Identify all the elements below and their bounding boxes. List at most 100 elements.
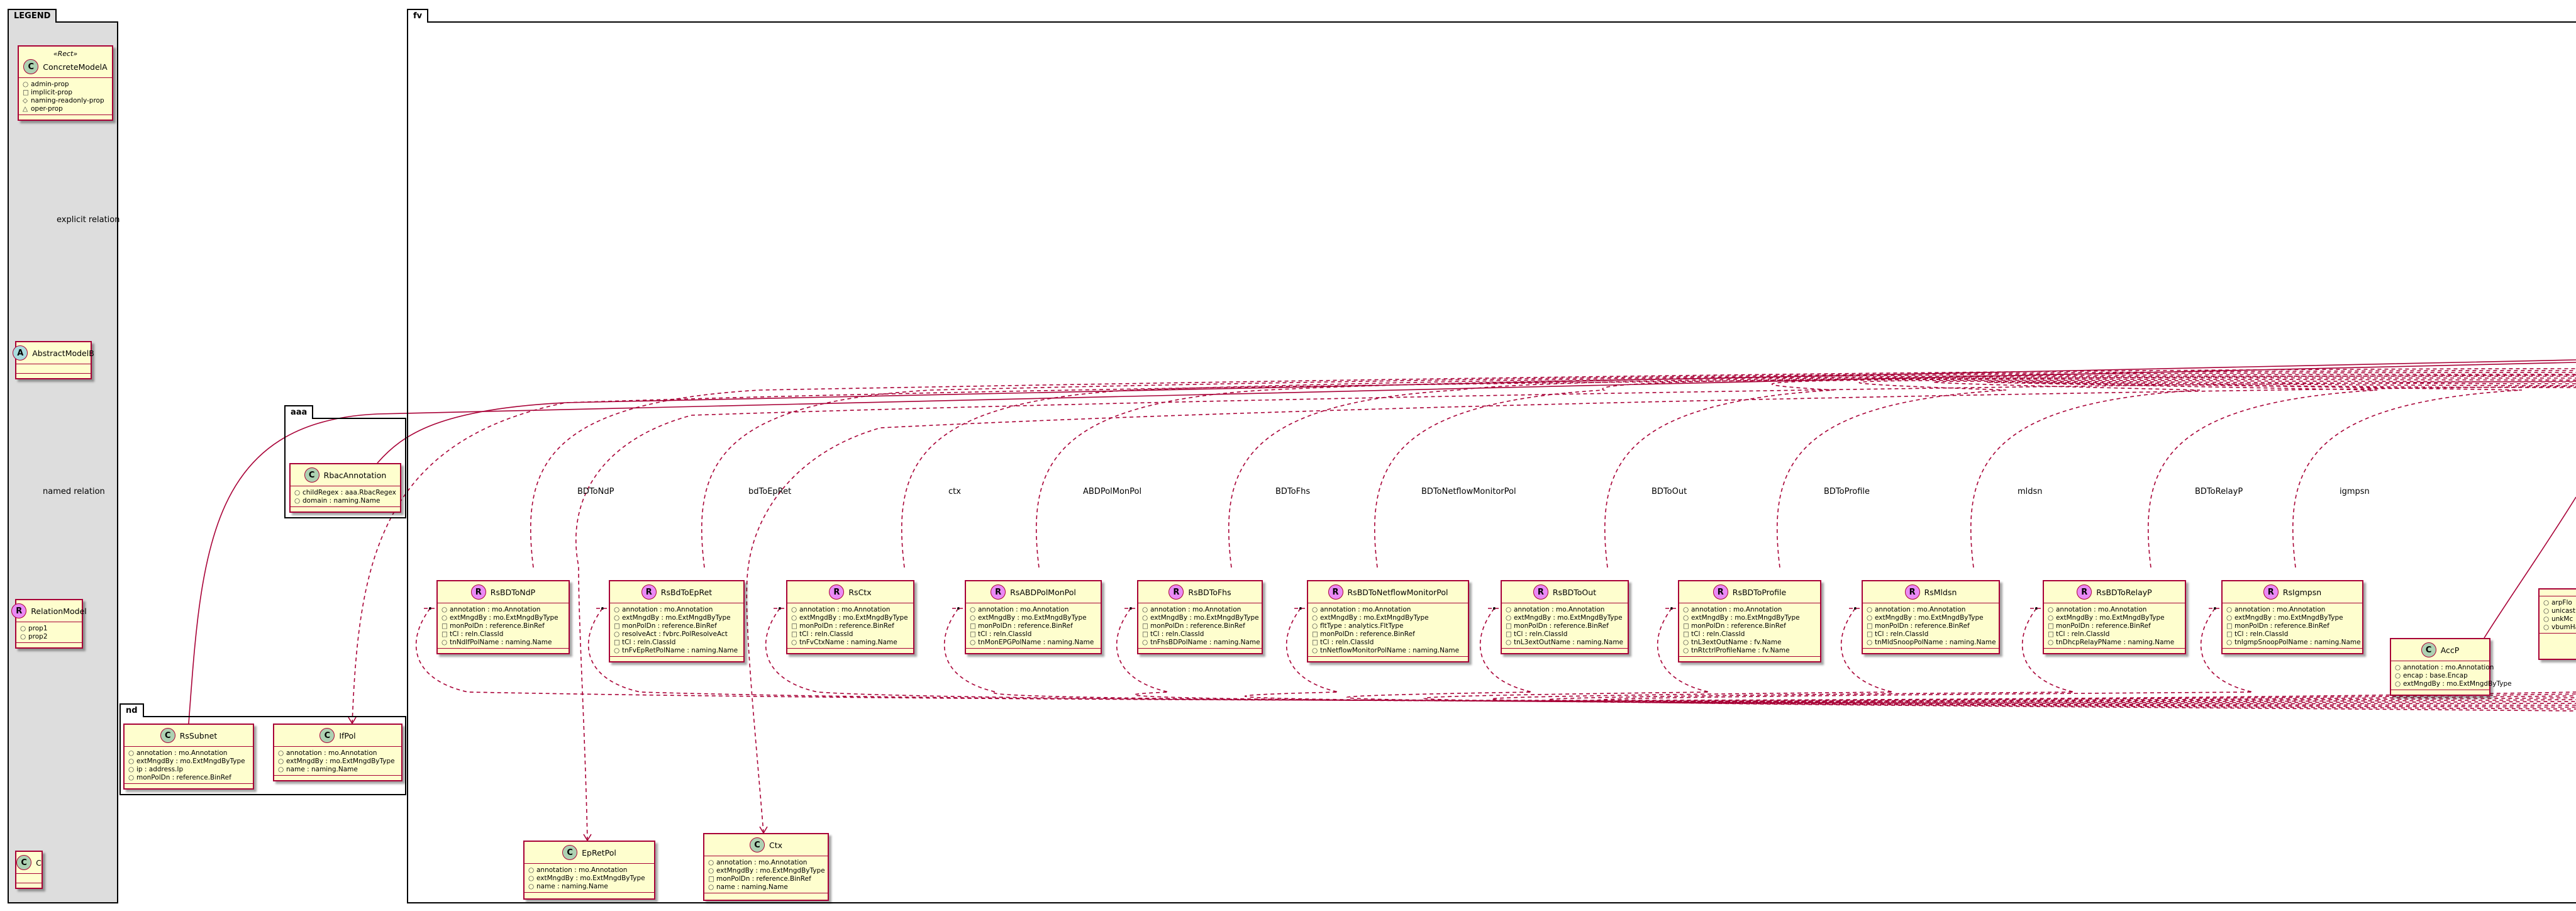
class-header: A AbstractModelB	[13, 342, 94, 364]
class-methods-separator	[291, 506, 400, 511]
visibility-icon: △	[23, 105, 28, 113]
visibility-icon: □	[1312, 639, 1318, 646]
attribute-text: annotation : mo.Annotation	[536, 866, 628, 874]
visibility-icon: ○	[1506, 606, 1512, 613]
attribute-text: extMngdBy : mo.ExtMngdByType	[2403, 680, 2512, 688]
class-type-r-icon: R	[991, 584, 1006, 600]
visibility-icon: ○	[2543, 607, 2550, 615]
visibility-icon: ○	[2543, 599, 2550, 606]
class-attribute: □tCl : reln.ClassId	[1683, 630, 1816, 639]
visibility-icon: ◇	[23, 97, 28, 104]
class-attribute: ○extMngdBy : mo.ExtMngdByType	[2395, 680, 2512, 688]
visibility-icon: ○	[791, 614, 797, 622]
class-name: IfPol	[339, 730, 356, 741]
class-methods-separator	[1138, 648, 1262, 653]
visibility-icon: ○	[2226, 606, 2233, 613]
class-type-a-icon: A	[13, 345, 28, 360]
class-attribute: ○extMngdBy : mo.ExtMngdByType	[1683, 614, 1816, 622]
class-type-r-icon: R	[1169, 584, 1184, 600]
attribute-text: extMngdBy : mo.ExtMngdByType	[622, 614, 731, 622]
class-attribute: ○vbumHa	[2543, 623, 2576, 632]
relation-target-line	[1604, 378, 2576, 568]
junction-dot	[779, 607, 781, 610]
visibility-icon: ○	[128, 757, 135, 765]
junction-dot	[1854, 607, 1857, 610]
visibility-icon: □	[614, 622, 620, 630]
class-type-c-icon: C	[160, 728, 175, 743]
visibility-icon: ○	[708, 867, 714, 875]
attribute-text: extMngdBy : mo.ExtMngdByType	[1691, 614, 1800, 622]
visibility-icon: ○	[1142, 639, 1148, 646]
class-attribute: ○tnFvEpRetPolName : naming.Name	[614, 647, 740, 655]
visibility-icon: ○	[1867, 639, 1873, 646]
class-attribute: ○name : naming.Name	[278, 766, 397, 774]
relation-target-line	[701, 370, 2576, 568]
class-attributes: ○arpFlo○unicast○unkMc○vbumHa	[2540, 596, 2576, 633]
class-attribute: ○annotation : mo.Annotation	[441, 606, 565, 614]
epretpol-target-line	[575, 381, 2576, 841]
class-methods-separator	[1502, 648, 1628, 653]
class-attribute: ○tnL3extOutName : fv.Name	[1683, 639, 1816, 647]
visibility-icon: ○	[614, 630, 620, 638]
visibility-icon: □	[2226, 622, 2233, 630]
attribute-text: ip : address.Ip	[136, 766, 184, 773]
class-attribute: ○extMngdBy : mo.ExtMngdByType	[2048, 614, 2181, 622]
visibility-icon: □	[2226, 630, 2233, 638]
class-attributes: ○annotation : mo.Annotation○extMngdBy : …	[1308, 603, 1468, 656]
visibility-icon: ○	[2395, 680, 2401, 688]
class-name: RsBDToFhs	[1188, 587, 1231, 597]
visibility-icon: □	[970, 630, 976, 638]
class-type-c-icon: C	[319, 728, 335, 743]
attribute-text: annotation : mo.Annotation	[286, 749, 377, 757]
attribute-text: annotation : mo.Annotation	[136, 749, 228, 757]
visibility-icon: ○	[278, 766, 284, 773]
attribute-text: monPolDn : reference.BinRef	[2056, 622, 2151, 630]
class-attribute: ○annotation : mo.Annotation	[2048, 606, 2181, 614]
class-attribute: □monPolDn : reference.BinRef	[1142, 622, 1258, 630]
class-attribute: ○extMngdBy : mo.ExtMngdByType	[278, 757, 397, 766]
visibility-icon: □	[1312, 630, 1318, 638]
if-pol-class: C IfPol ○ annotation : mo.Annotation○extMng…	[273, 724, 402, 781]
visibility-icon: ○	[1312, 606, 1318, 613]
attribute-text: tCl : reln.ClassId	[622, 639, 676, 646]
junction-dot	[1299, 607, 1302, 610]
class-attribute: ○annotation : mo.Annotation	[708, 859, 824, 867]
class-attribute: ○extMngdBy : mo.ExtMngdByType	[970, 614, 1097, 622]
class-attribute: ○extMngdBy : mo.ExtMngdByType	[708, 867, 825, 875]
class-name: AbstractModelB	[32, 348, 94, 358]
visibility-icon: ○	[1683, 606, 1689, 613]
attribute-text: unicast	[2551, 607, 2576, 615]
attribute-text: monPolDn : reference.BinRef	[136, 774, 231, 781]
class-methods-separator	[704, 893, 828, 898]
attribute-text: naming-readonly-prop	[31, 97, 104, 104]
visibility-icon: ○	[528, 866, 535, 874]
visibility-icon: ○	[708, 883, 714, 891]
attribute-text: tCl : reln.ClassId	[799, 630, 853, 638]
class-attribute: ○annotation : mo.Annotation	[1506, 606, 1624, 614]
visibility-icon: ○	[23, 81, 29, 88]
relation-target-line	[530, 368, 2576, 568]
attribute-text: name : naming.Name	[536, 883, 608, 890]
attribute-text: extMngdBy : mo.ExtMngdByType	[1320, 614, 1429, 622]
visibility-icon: ○	[20, 633, 26, 640]
class-attribute: ◇naming-readonly-prop	[23, 97, 108, 105]
class-attribute: ○extMngdBy : mo.ExtMngdByType	[1506, 614, 1624, 622]
attribute-text: monPolDn : reference.BinRef	[1514, 622, 1609, 630]
class-stereotype: «Rect»	[53, 50, 78, 58]
attribute-text: tnFvEpRetPolName : naming.Name	[622, 647, 738, 654]
class-attribute: ○extMngdBy : mo.ExtMngdByType	[528, 875, 650, 883]
visibility-icon: ○	[791, 639, 797, 646]
class-attribute: ○tnRtctrlProfileName : fv.Name	[1683, 647, 1816, 655]
class-type-c-icon: C	[23, 59, 39, 74]
junction-dot	[957, 607, 960, 610]
class-attribute: □monPolDn : reference.BinRef	[1867, 622, 1995, 630]
class-attribute: ○unkMc	[2543, 615, 2576, 623]
